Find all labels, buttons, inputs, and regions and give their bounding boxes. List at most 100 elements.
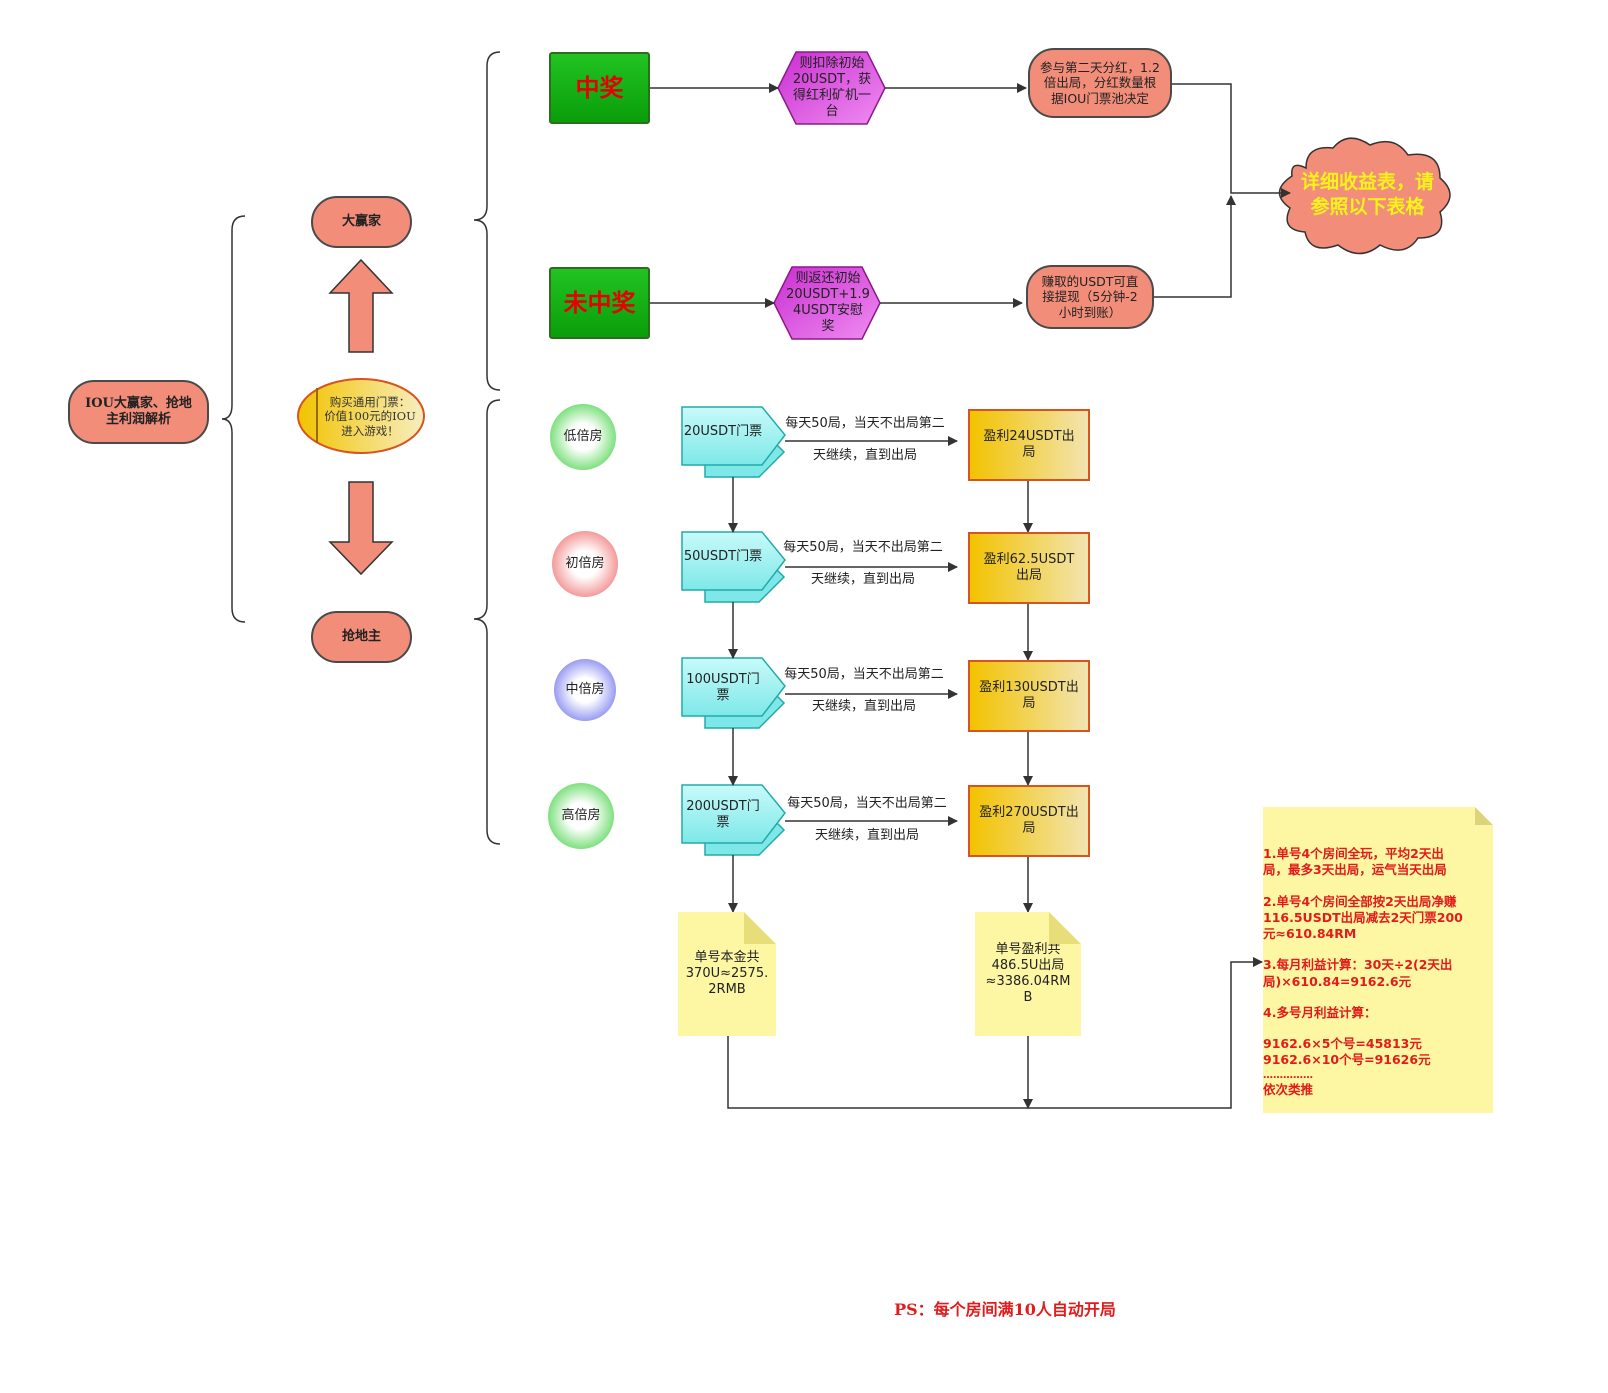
edge-notes-merge	[727, 957, 1263, 1109]
edge-label-3-top: 每天50局，当天不出局第二	[784, 666, 944, 682]
lose-hex-line1: 则返还初始	[795, 270, 861, 286]
ticket-label-3: 100USDT门 票	[682, 668, 764, 708]
calc-line10: 9162.6×10个号=91626元	[1263, 1052, 1431, 1068]
edge-label-4-top: 每天50局，当天不出局第二	[787, 795, 947, 811]
room-circle-initial	[552, 531, 618, 597]
lower-brace	[473, 399, 501, 845]
lose-hex-text: 则返还初始 20USDT+1.9 4USDT安慰 奖	[780, 267, 876, 339]
ticket-4-line2: 票	[716, 815, 730, 830]
profit-total-note: 单号盈利共 486.5U出局 ≈3386.04RM B	[975, 912, 1081, 1036]
profit-1-line1: 盈利24USDT出	[983, 428, 1075, 444]
room-label-initial: 初倍房	[565, 555, 605, 571]
calc-line3: 2.单号4个房间全部按2天出局净赚	[1263, 893, 1457, 909]
lose-box: 未中奖	[549, 267, 650, 339]
note-fold-icon	[1475, 807, 1493, 825]
lose-result-line1: 赚取的USDT可直	[1041, 273, 1139, 289]
calc-line4: 116.5USDT出局减去2天门票200	[1263, 909, 1463, 925]
calc-line12: 依次类推	[1263, 1081, 1314, 1097]
profit-1-line2: 局	[1022, 445, 1036, 460]
ticket-purchase-line3: 进入游戏！	[341, 423, 399, 438]
root-node: IOU大赢家、抢地 主利润解析	[68, 380, 209, 444]
profit-2-line2: 出局	[1015, 568, 1042, 583]
ticket-1-line1: 20USDT门票	[683, 423, 763, 439]
lose-hex-line4: 奖	[821, 319, 835, 335]
profit-box-1: 盈利24USDT出 局	[968, 409, 1090, 481]
ticket-shape-2	[681, 531, 786, 603]
profit-2-line1: 盈利62.5USDT	[983, 551, 1075, 567]
calc-line2: 局，最多3天出局，运气当天出局	[1263, 862, 1447, 878]
edge-label-1-top: 每天50局，当天不出局第二	[785, 415, 945, 431]
cloud-shape	[1278, 137, 1451, 255]
root-title-line1: IOU大赢家、抢地	[85, 395, 192, 411]
profit-box-3: 盈利130USDT出 局	[968, 660, 1090, 732]
edge-label-3-bottom: 天继续，直到出局	[811, 698, 916, 714]
room-circle-mid	[554, 659, 616, 721]
win-hex-line3: 得红利矿机一	[792, 88, 871, 103]
principal-note: 单号本金共 370U≈2575. 2RMB	[678, 912, 776, 1036]
room-label-low: 低倍房	[563, 428, 603, 444]
lose-result-line3: 小时到账）	[1058, 304, 1122, 320]
upper-brace	[473, 51, 501, 391]
ticket-label-2: 50USDT门票	[682, 537, 764, 577]
win-result-node: 参与第二天分红，1.2 倍出局，分红数量根 据IOU门票池决定	[1028, 48, 1172, 118]
winner-node: 大赢家	[311, 196, 412, 248]
ticket-label-1: 20USDT门票	[682, 412, 764, 452]
down-arrow-shape	[328, 481, 394, 576]
ticket-ellipse	[297, 378, 425, 454]
ticket-shape-3	[681, 657, 786, 729]
calc-line7: 局)×610.84=9162.6元	[1263, 973, 1412, 989]
calc-line11: ……………	[1263, 1069, 1313, 1081]
lose-hex-line3: 4USDT安慰	[793, 303, 863, 318]
principal-line3: 2RMB	[708, 982, 746, 998]
cloud-line1: 详细收益表，请	[1300, 171, 1434, 194]
lose-hex-line2: 20USDT+1.9	[786, 286, 870, 302]
win-result-line1: 参与第二天分红，1.2	[1040, 59, 1160, 75]
edge-winresult-to-cloud	[1170, 83, 1291, 198]
edge-label-1-bottom: 天继续，直到出局	[812, 447, 917, 463]
edge-loseresult-to-cloud	[1153, 195, 1236, 298]
win-result-line2: 倍出局，分红数量根	[1043, 75, 1157, 91]
win-hex-line1: 则扣除初始	[799, 55, 865, 71]
cloud-text: 详细收益表，请 参照以下表格	[1290, 160, 1445, 230]
room-circle-high	[548, 783, 614, 849]
edge-label-2-bottom: 天继续，直到出局	[810, 571, 915, 587]
room-label-high: 高倍房	[561, 807, 601, 823]
ticket-purchase-line2: 价值100元的IOU	[324, 409, 416, 424]
ticket-3-line1: 100USDT门	[686, 671, 760, 687]
room-circle-low	[550, 404, 616, 470]
principal-line1: 单号本金共	[694, 949, 760, 965]
calc-line5: 元≈610.84RM	[1263, 926, 1357, 942]
ticket-shape-4	[681, 784, 786, 856]
ticket-4-line1: 200USDT门	[686, 798, 760, 814]
room-label-mid: 中倍房	[565, 681, 605, 697]
profit-3-line2: 局	[1022, 696, 1036, 711]
ticket-3-line2: 票	[716, 688, 730, 703]
lose-result-node: 赚取的USDT可直 接提现（5分钟-2 小时到账）	[1026, 265, 1154, 329]
win-box: 中奖	[549, 52, 650, 124]
calc-line8: 4.多号月利益计算：	[1263, 1004, 1377, 1020]
profit-total-line1: 单号盈利共	[995, 941, 1061, 957]
ticket-shape-1	[681, 406, 786, 478]
note-fold-icon	[744, 912, 776, 944]
ticket-purchase-line1: 购买通用门票：	[329, 394, 411, 409]
profit-box-2: 盈利62.5USDT 出局	[968, 532, 1090, 604]
win-hex-line2: 20USDT，获	[792, 71, 872, 87]
win-result-line3: 据IOU门票池决定	[1051, 90, 1149, 106]
win-hex-text: 则扣除初始 20USDT，获 得红利矿机一 台	[784, 52, 880, 124]
ticket-purchase-text: 购买通用门票： 价值100元的IOU 进入游戏！	[318, 389, 422, 444]
root-title-line2: 主利润解析	[105, 412, 171, 427]
edge-label-2-top: 每天50局，当天不出局第二	[783, 539, 943, 555]
calculation-note: 1.单号4个房间全玩，平均2天出 局，最多3天出局，运气当天出局 2.单号4个房…	[1263, 807, 1493, 1113]
ticket-label-4: 200USDT门 票	[682, 795, 764, 835]
profit-total-line2: 486.5U出局	[991, 957, 1065, 973]
principal-line2: 370U≈2575.	[685, 965, 769, 981]
cloud-line2: 参照以下表格	[1310, 196, 1425, 218]
profit-3-line1: 盈利130USDT出	[979, 679, 1079, 695]
edge-label-4-bottom: 天继续，直到出局	[814, 827, 919, 843]
calc-line6: 3.每月利益计算：30天÷2(2天出	[1263, 957, 1453, 973]
note-fold-icon	[1049, 912, 1081, 944]
win-hex-line4: 台	[825, 104, 839, 120]
lose-result-line2: 接提现（5分钟-2	[1042, 289, 1138, 305]
profit-4-line2: 局	[1022, 821, 1036, 836]
